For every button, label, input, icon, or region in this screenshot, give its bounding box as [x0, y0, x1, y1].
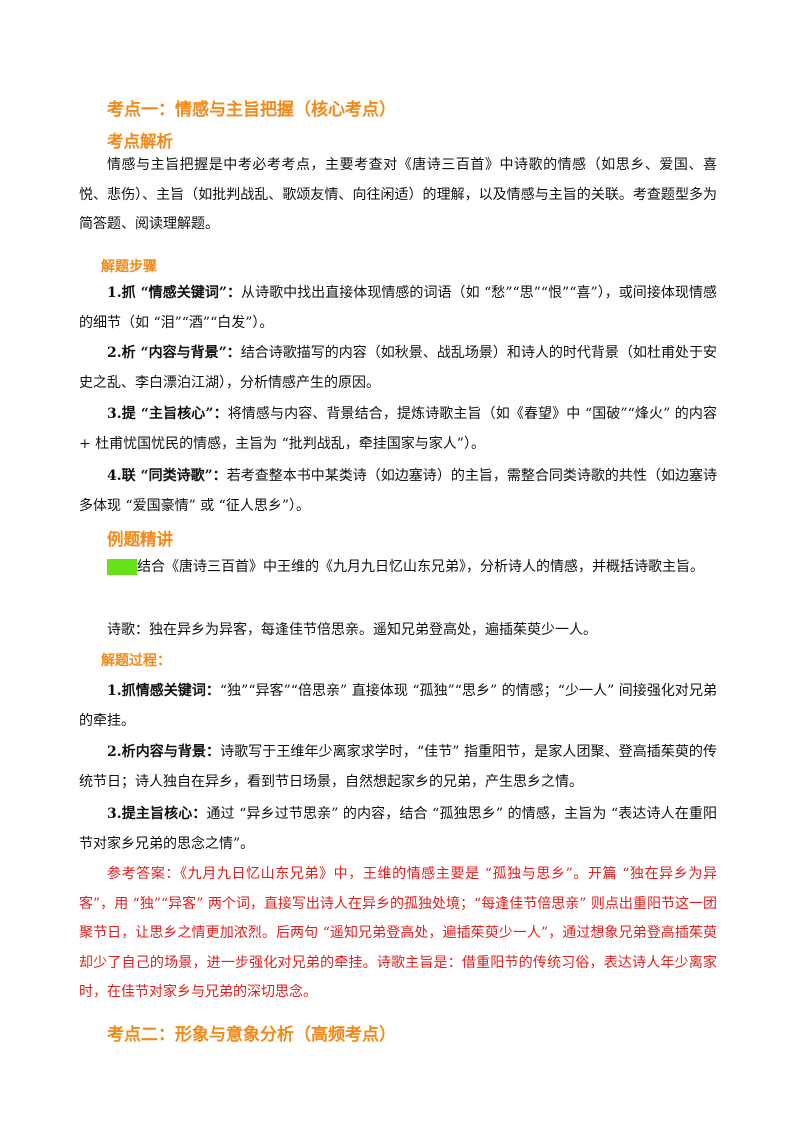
- step-4: 4.联 “同类诗歌”：若考查整本书中某类诗（如边塞诗）的主旨，需整合同类诗歌的共…: [79, 462, 717, 521]
- step-3-label: 3.提 “主旨核心”：: [107, 406, 228, 422]
- analysis-paragraph: 情感与主旨把握是中考必考考点，主要考查对《唐诗三百首》中诗歌的情感（如思乡、爱国…: [79, 157, 717, 232]
- poem-line: 诗歌：独在异乡为异客，每逢佳节倍思亲。遥知兄弟登高处，遍插茱萸少一人。: [107, 622, 597, 638]
- step-4-label: 4.联 “同类诗歌”：: [107, 468, 227, 484]
- step-2-text: 结合诗歌描写的内容（如秋景、战乱场景）和诗人的时代背景（如杜甫处于安史之乱、李白…: [79, 345, 717, 391]
- step-3: 3.提 “主旨核心”：将情感与内容、背景结合，提炼诗歌主旨（如《春望》中 “国破…: [79, 400, 717, 459]
- analysis-heading: 考点解析: [107, 132, 173, 151]
- process-1-label: 1.抓情感关键词：: [107, 683, 220, 699]
- step-2-label: 2.析 “内容与背景”：: [107, 345, 241, 361]
- step-3-text: 将情感与内容、背景结合，提炼诗歌主旨（如《春望》中 “国破”“烽火” 的内容 +…: [79, 406, 717, 452]
- process-1-text: “独”“异客”“倍思亲” 直接体现 “孤独”“思乡” 的情感；“少一人” 间接强…: [79, 683, 717, 729]
- process-3-label: 3.提主旨核心：: [107, 806, 207, 822]
- process-heading: 解题过程：: [101, 653, 171, 669]
- example-heading: 例题精讲: [107, 530, 173, 549]
- process-2-text: 诗歌写于王维年少离家求学时，“佳节” 指重阳节，是家人团聚、登高插茱萸的传统节日…: [79, 744, 717, 790]
- section1-title: 考点一：情感与主旨把握（核心考点）: [107, 100, 396, 120]
- steps-heading: 解题步骤: [101, 259, 157, 275]
- step-2: 2.析 “内容与背景”：结合诗歌描写的内容（如秋景、战乱场景）和诗人的时代背景（…: [79, 339, 717, 398]
- process-1: 1.抓情感关键词：“独”“异客”“倍思亲” 直接体现 “孤独”“思乡” 的情感；…: [79, 677, 717, 736]
- process-3-text: 通过 “异乡过节思亲” 的内容，结合 “孤独思乡” 的情感，主旨为 “表达诗人在…: [79, 806, 717, 852]
- process-3: 3.提主旨核心：通过 “异乡过节思亲” 的内容，结合 “孤独思乡” 的情感，主旨…: [79, 800, 717, 859]
- process-2-label: 2.析内容与背景：: [107, 744, 221, 760]
- section2-title: 考点二：形象与意象分析（高频考点）: [107, 1025, 396, 1045]
- step-1: 1.抓 “情感关键词”：从诗歌中找出直接体现情感的词语（如 “愁”“思”“恨”“…: [79, 279, 717, 338]
- process-2: 2.析内容与背景：诗歌写于王维年少离家求学时，“佳节” 指重阳节，是家人团聚、登…: [79, 738, 717, 797]
- example-question: 题目结合《唐诗三百首》中王维的《九月九日忆山东兄弟》，分析诗人的情感，并概括诗歌…: [79, 553, 717, 583]
- question-badge: 题目: [107, 559, 137, 575]
- step-1-text: 从诗歌中找出直接体现情感的词语（如 “愁”“思”“恨”“喜”），或间接体现情感的…: [79, 285, 717, 331]
- step-1-label: 1.抓 “情感关键词”：: [107, 285, 241, 301]
- reference-answer: 参考答案：《九月九日忆山东兄弟》中，王维的情感主要是 “孤独与思乡”。开篇 “独…: [79, 866, 717, 1000]
- question-text: 结合《唐诗三百首》中王维的《九月九日忆山东兄弟》，分析诗人的情感，并概括诗歌主旨…: [137, 559, 704, 575]
- step-4-text: 若考查整本书中某类诗（如边塞诗）的主旨，需整合同类诗歌的共性（如边塞诗多体现 “…: [79, 468, 717, 514]
